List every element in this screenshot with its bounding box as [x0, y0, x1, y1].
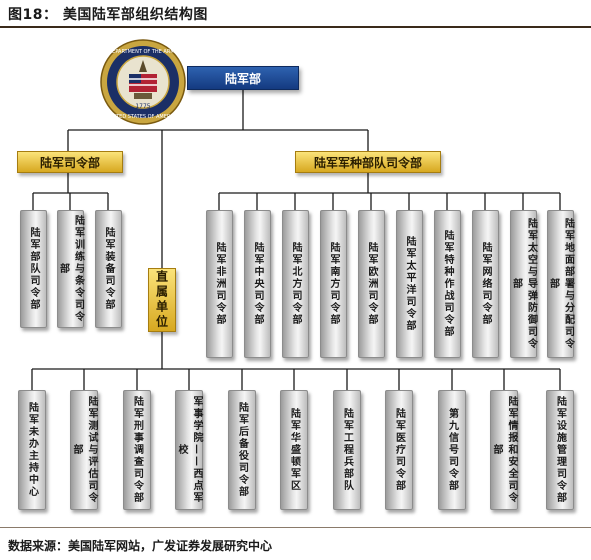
service-components-node: 陆军军种部队司令部 [295, 151, 441, 173]
direct-unit-box: 陆军测试与评估司令部 [70, 390, 98, 510]
figure-title: 图18： 美国陆军部组织结构图 [8, 7, 208, 23]
direct-unit-box: 陆军设施管理司令部 [546, 390, 574, 510]
direct-unit-box: 陆军后备役司令部 [228, 390, 256, 510]
service-component-box: 陆军特种作战司令部 [434, 210, 461, 358]
army-seal-emblem: DEPARTMENT OF THE ARMY UNITED STATES OF … [100, 39, 186, 125]
svg-text:UNITED STATES OF AMERICA: UNITED STATES OF AMERICA [107, 114, 179, 120]
service-component-box: 陆军太平洋司令部 [396, 210, 423, 358]
svg-text:1775: 1775 [135, 103, 150, 110]
root-department-node: 陆军部 [187, 66, 299, 90]
service-component-box: 陆军欧洲司令部 [358, 210, 385, 358]
svg-text:DEPARTMENT OF THE ARMY: DEPARTMENT OF THE ARMY [108, 49, 178, 55]
direct-unit-box: 第九信号司令部 [438, 390, 466, 510]
direct-reporting-node: 直属单位 [148, 268, 176, 332]
service-component-box: 陆军地面部署与分配司令部 [547, 210, 574, 358]
direct-unit-box: 陆军未办主持中心 [18, 390, 46, 510]
army-command-box: 陆军装备司令部 [95, 210, 122, 328]
direct-unit-box: 陆军工程兵部队 [333, 390, 361, 510]
service-component-box: 陆军中央司令部 [244, 210, 271, 358]
army-commands-node: 陆军司令部 [17, 151, 123, 173]
direct-unit-box: 陆军医疗司令部 [385, 390, 413, 510]
service-component-box: 陆军太空与导弹防御司令部 [510, 210, 537, 358]
service-component-box: 陆军南方司令部 [320, 210, 347, 358]
service-component-box: 陆军网络司令部 [472, 210, 499, 358]
direct-unit-box: 陆军华盛顿军区 [280, 390, 308, 510]
service-component-box: 陆军非洲司令部 [206, 210, 233, 358]
top-rule [0, 26, 591, 28]
army-command-box: 陆军训练与条令司令部 [57, 210, 84, 328]
direct-unit-box: 陆军情报和安全司令部 [490, 390, 518, 510]
service-component-box: 陆军北方司令部 [282, 210, 309, 358]
source-note: 数据来源：美国陆军网站，广发证券发展研究中心 [8, 539, 273, 553]
army-command-box: 陆军部队司令部 [20, 210, 47, 328]
bottom-rule [0, 527, 591, 528]
direct-unit-box: 军事学院——西点军校 [175, 390, 203, 510]
direct-unit-box: 陆军刑事调查司令部 [123, 390, 151, 510]
